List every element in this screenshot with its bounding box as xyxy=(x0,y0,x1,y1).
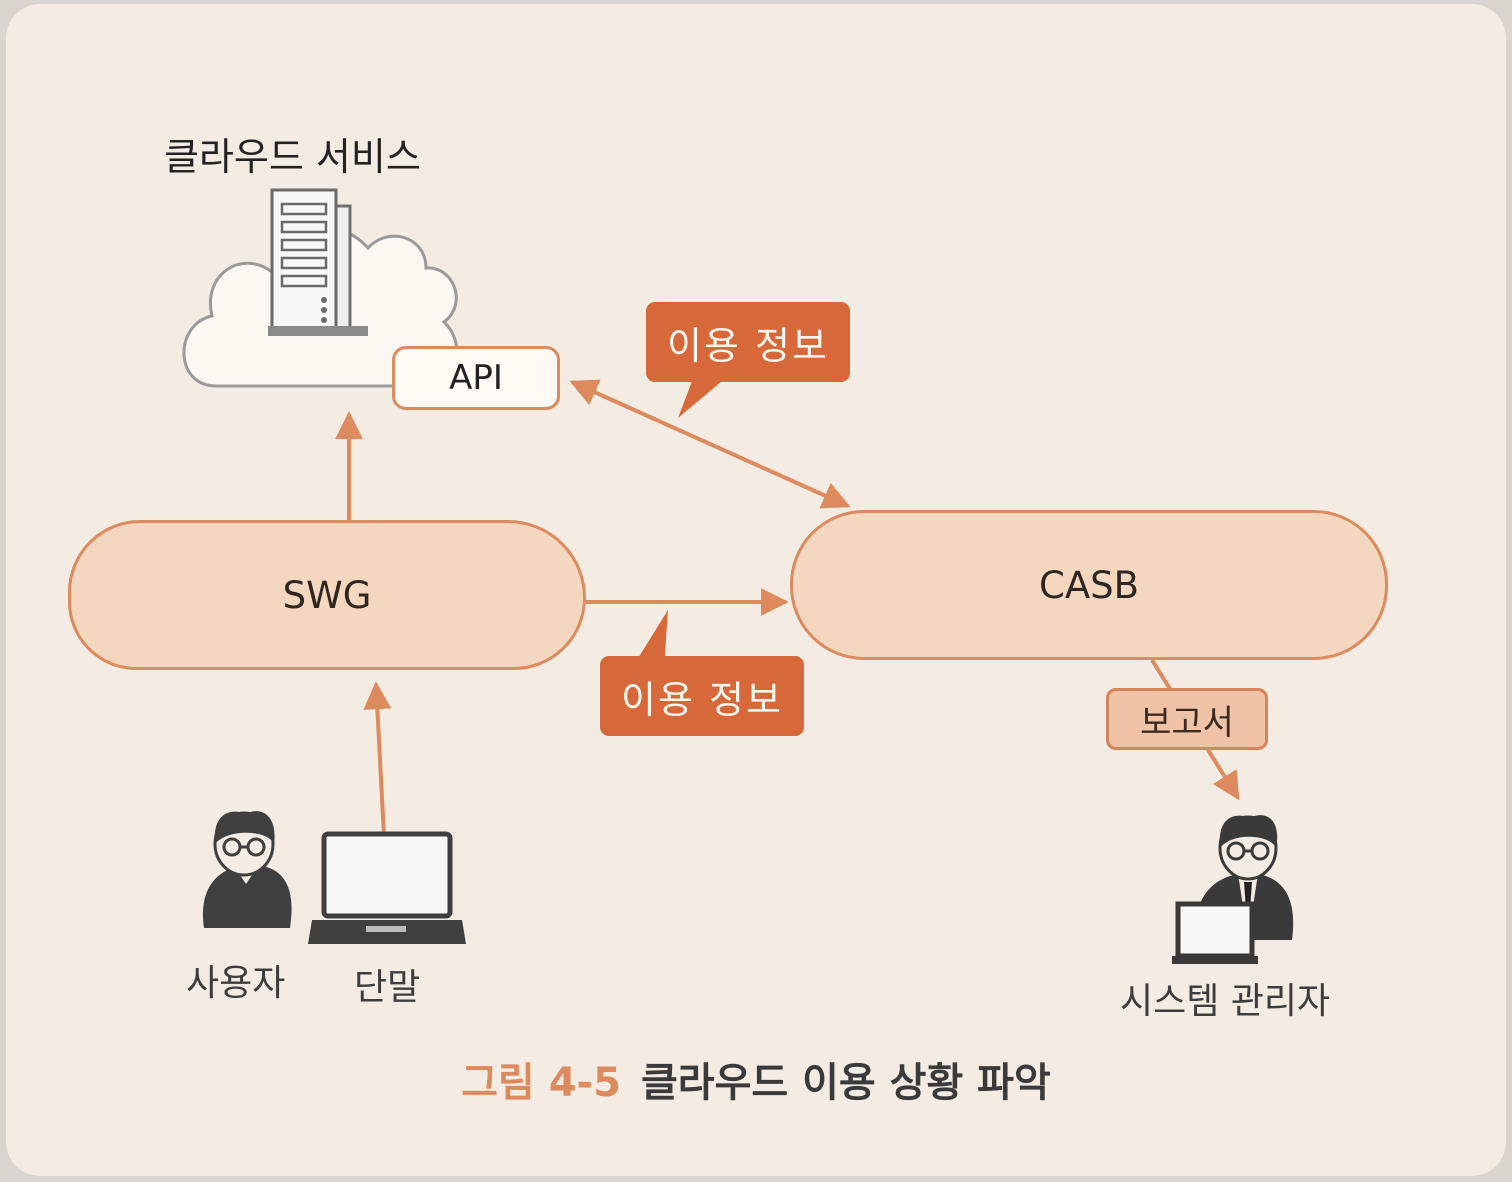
swg-node: SWG xyxy=(68,520,586,670)
arrow-device-to-swg xyxy=(363,681,392,837)
figure-number: 그림 4-5 xyxy=(461,1060,621,1106)
user-icon xyxy=(202,811,292,928)
figure-caption-text: 클라우드 이용 상황 파악 xyxy=(641,1060,1051,1106)
cloud-service-title: 클라우드 서비스 xyxy=(164,135,421,179)
casb-label: CASB xyxy=(1038,563,1139,607)
device-label: 단말 xyxy=(354,967,421,1008)
arrow-api-casb xyxy=(569,379,851,509)
tag-tail-bottom xyxy=(632,610,668,668)
figure-page: 클라우드 서비스 API SWG CASB 이용 정보 이용 정보 보고서 사용… xyxy=(6,4,1506,1176)
admin-label: 시스템 관리자 xyxy=(1120,981,1331,1022)
tag-tail-top xyxy=(678,376,728,418)
figure-caption: 그림 4-5 클라우드 이용 상황 파악 xyxy=(6,1050,1506,1108)
usage-info-tag-top: 이용 정보 xyxy=(646,302,850,382)
swg-label: SWG xyxy=(282,573,372,617)
casb-node: CASB xyxy=(790,510,1388,660)
usage-info-tag-bottom: 이용 정보 xyxy=(600,656,804,736)
api-label: API xyxy=(449,358,503,398)
server-icon xyxy=(268,188,368,336)
api-box: API xyxy=(392,346,560,410)
report-label: 보고서 xyxy=(1140,702,1234,743)
admin-icon xyxy=(1172,815,1294,964)
laptop-icon xyxy=(308,831,466,944)
user-label: 사용자 xyxy=(186,963,286,1004)
diagram-canvas xyxy=(182,188,1294,964)
report-tag: 보고서 xyxy=(1106,688,1268,750)
usage-info-tag-top-label: 이용 정보 xyxy=(667,323,829,368)
usage-info-tag-bottom-label: 이용 정보 xyxy=(621,677,783,722)
